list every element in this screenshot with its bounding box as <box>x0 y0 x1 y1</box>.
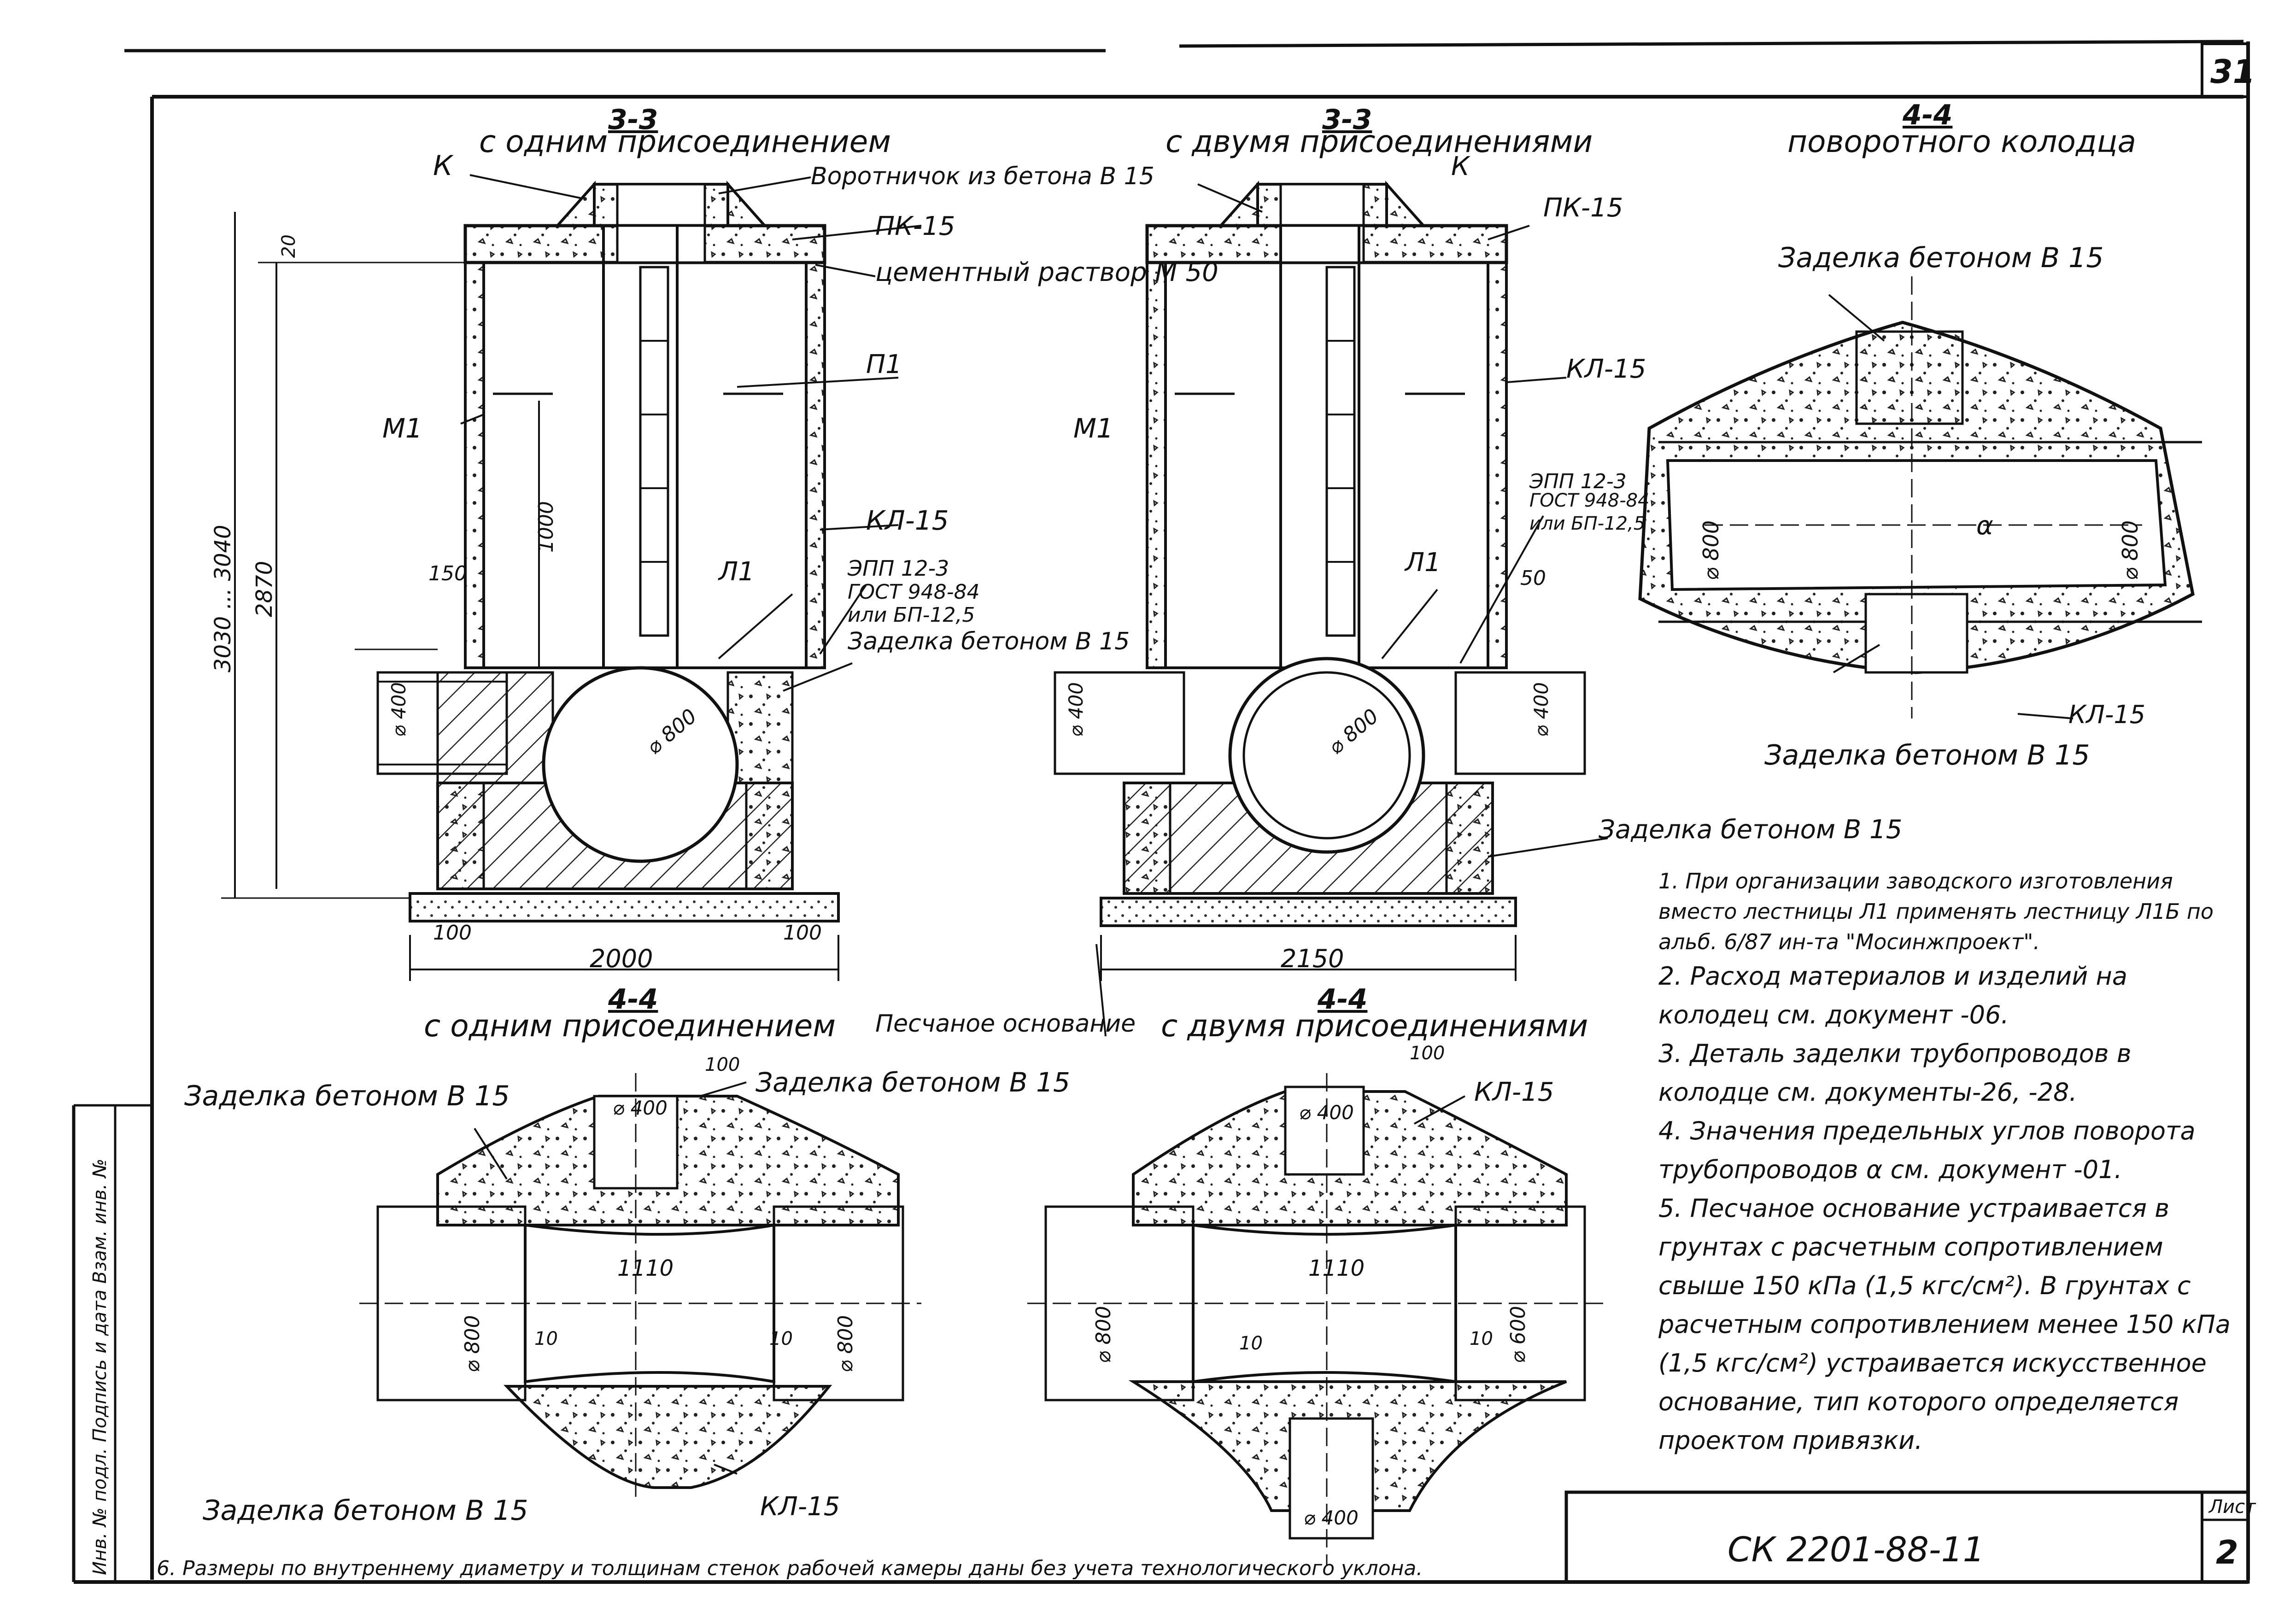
sheet-frame <box>72 40 2250 1584</box>
callout-p1: П1 <box>866 350 902 379</box>
dim-d400-b: ⌀ 400 <box>1065 682 1087 737</box>
callout-seal-1: Заделка бетоном В 15 <box>848 628 1130 655</box>
section-mark-4-4-turn: 4-4 <box>1902 99 1952 131</box>
callout-l1-2: Л1 <box>1404 548 1441 578</box>
note-2: 2. Расход материалов и изделий на колоде… <box>1658 962 2127 1029</box>
note-6: 6. Размеры по внутреннему диаметру и тол… <box>157 1557 1423 1580</box>
dim-d800-turn-b: ⌀ 800 <box>2118 520 2143 580</box>
section-4-4-turning-well <box>1638 276 2202 719</box>
dim-2000: 2000 <box>590 944 653 973</box>
dim-d800-e: ⌀ 800 <box>1092 1306 1115 1363</box>
dim-d800-b: ⌀ 800 <box>1324 704 1383 759</box>
dim-d400-c: ⌀ 400 <box>1530 682 1552 737</box>
section-title-4-4-turn: поворотного колодца <box>1787 124 2136 159</box>
section-title-4-4-one: с одним присоединением <box>424 1008 836 1044</box>
callout-seal-6: Заделка бетоном В 15 <box>203 1495 528 1527</box>
callout-gost-2: ГОСТ 948-84 <box>1529 490 1650 511</box>
callout-mortar: цементный раствор М 50 <box>875 257 1218 287</box>
callout-seal-3: Заделка бетоном В 15 <box>1599 815 1902 845</box>
section-4-4-one-connection <box>359 1073 921 1501</box>
dim-d600: ⌀ 600 <box>1506 1306 1530 1363</box>
dim-d400-f: ⌀ 400 <box>1304 1506 1359 1529</box>
callout-k-2: К <box>1451 152 1470 181</box>
dim-100-b: 100 <box>783 921 822 945</box>
callout-m1-2: М1 <box>1073 413 1113 444</box>
dim-1110-a: 1110 <box>617 1255 674 1281</box>
dim-100-c: 100 <box>705 1054 740 1075</box>
section-3-3-one-connection <box>221 174 922 981</box>
dim-2150: 2150 <box>1281 944 1344 973</box>
dim-10-a: 10 <box>534 1328 558 1349</box>
callout-k-1: К <box>433 150 454 182</box>
callout-seal-5: Заделка бетоном В 15 <box>756 1067 1070 1098</box>
dim-50: 50 <box>1520 566 1546 590</box>
callout-kl15-2: КЛ-15 <box>1566 354 1646 384</box>
section-title-3-3-one: с одним присоединением <box>479 124 891 159</box>
dim-d800-c: ⌀ 800 <box>461 1315 484 1372</box>
dim-20: 20 <box>278 234 299 258</box>
dim-d400-a: ⌀ 400 <box>387 682 410 737</box>
dim-d800-turn: ⌀ 800 <box>1699 520 1723 580</box>
callout-gost-1: ГОСТ 948-84 <box>848 580 980 604</box>
callout-collar-1: Воротничок из бетона В 15 <box>811 163 1154 190</box>
callout-kl15-turn: КЛ-15 <box>2068 700 2145 729</box>
section-title-3-3-two: с двумя присоединениями <box>1166 124 1593 159</box>
callout-pk15-2: ПК-15 <box>1543 193 1623 223</box>
callout-kl15-3: КЛ-15 <box>1474 1077 1554 1107</box>
callout-seal-turn-bottom: Заделка бетоном В 15 <box>1764 739 2090 771</box>
callout-seal-turn-top: Заделка бетоном В 15 <box>1778 242 2104 274</box>
dim-d800-a: ⌀ 800 <box>642 704 701 759</box>
note-3: 3. Деталь заделки трубопроводов в колодц… <box>1658 1039 2132 1107</box>
section-title-4-4-two: с двумя присоединениями <box>1161 1008 1588 1044</box>
dim-100-a: 100 <box>433 921 472 945</box>
note-5: 5. Песчаное основание устраивается в гру… <box>1658 1194 2231 1455</box>
dim-total: 3030 ... 3040 <box>210 525 236 672</box>
section-mark-4-4-one: 4-4 <box>608 983 658 1016</box>
note-4: 4. Значения предельных углов поворота тр… <box>1658 1116 2196 1184</box>
sheet-number-top: 31 <box>2210 53 2255 91</box>
callout-sand: Песчаное основание <box>875 1010 1136 1038</box>
note-1: 1. При организации заводского изготовлен… <box>1658 869 2214 954</box>
callout-bp-2: или БП-12,5 <box>1529 513 1645 534</box>
dim-100-d: 100 <box>1410 1043 1445 1064</box>
callout-kl15-4: КЛ-15 <box>760 1492 840 1522</box>
dim-10-c: 10 <box>1239 1333 1263 1354</box>
dim-alpha: α <box>1976 511 1993 541</box>
callout-bp-1: или БП-12,5 <box>848 603 975 627</box>
dim-d400-d: ⌀ 400 <box>613 1097 668 1119</box>
dim-d800-d: ⌀ 800 <box>834 1315 857 1372</box>
dim-1000: 1000 <box>534 501 558 553</box>
stamp-sheet: 2 <box>2216 1534 2238 1571</box>
section-mark-3-3-one: 3-3 <box>608 104 658 136</box>
callout-seal-4: Заделка бетоном В 15 <box>184 1080 510 1112</box>
callout-l1-1: Л1 <box>718 557 755 587</box>
dim-10-b: 10 <box>769 1328 793 1349</box>
dim-150: 150 <box>428 562 467 585</box>
stamp-code: СК 2201-88-11 <box>1728 1530 1985 1570</box>
dim-d400-e: ⌀ 400 <box>1299 1101 1354 1124</box>
notes-block: 1. При организации заводского изготовлен… <box>1658 869 2231 1455</box>
dim-10-d: 10 <box>1470 1328 1493 1349</box>
section-mark-4-4-two: 4-4 <box>1317 983 1367 1016</box>
callout-m1-1: М1 <box>382 413 422 444</box>
callout-kl15-1: КЛ-15 <box>866 505 949 536</box>
side-stamp: Инв. № подл. Подпись и дата Взам. инв. № <box>89 1159 111 1575</box>
stamp-sheet-label: Лист <box>2208 1496 2256 1518</box>
section-4-4-two-connections <box>1027 1073 1603 1566</box>
dim-1110-b: 1110 <box>1308 1255 1365 1281</box>
dim-2870: 2870 <box>252 561 277 617</box>
callout-epp-1: ЭПП 12-3 <box>847 556 949 581</box>
section-3-3-two-connections <box>1054 181 1608 1037</box>
callout-epp-2: ЭПП 12-3 <box>1529 470 1627 493</box>
section-mark-3-3-two: 3-3 <box>1322 104 1372 136</box>
callout-pk15-1: ПК-15 <box>875 211 955 241</box>
